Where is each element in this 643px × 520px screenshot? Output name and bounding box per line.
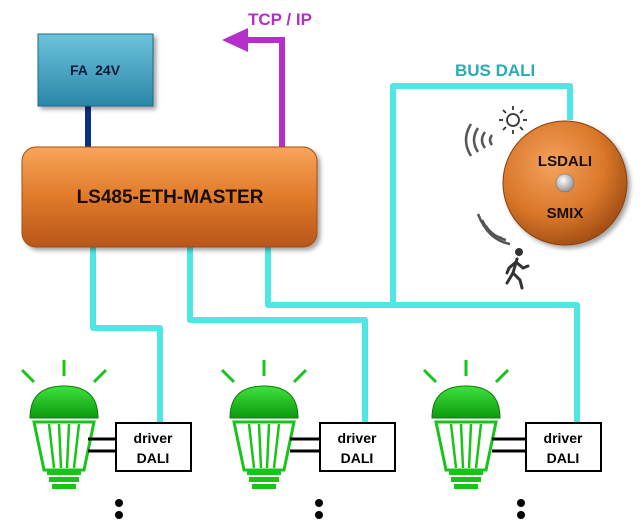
driver-box (319, 422, 396, 472)
driver-box (525, 422, 602, 472)
light-sensor-waves-icon (464, 123, 494, 157)
tcp-ip-link (222, 28, 285, 148)
sensor-label-bottom: SMIX (547, 205, 584, 222)
power-supply-label: FA 24V (70, 62, 121, 78)
driver-label-top: driver (338, 430, 377, 446)
driver-label-top: driver (134, 430, 173, 446)
driver-label-bottom: DALI (137, 450, 170, 466)
driver-label-bottom: DALI (547, 450, 580, 466)
dali-bus-wiring (90, 83, 580, 425)
motion-sensor-waves-icon (476, 213, 511, 246)
master-controller-label: LS485-ETH-MASTER (77, 187, 264, 208)
lamp-driver-connections (88, 437, 526, 453)
walking-person-icon (505, 248, 530, 290)
bus-dali-label: BUS DALI (455, 61, 535, 80)
driver-label-bottom: DALI (341, 450, 374, 466)
tcp-ip-label: TCP / IP (248, 10, 312, 29)
power-supply-box (37, 33, 154, 107)
sensor-lens (555, 173, 575, 193)
driver-box (115, 422, 192, 472)
driver-label-top: driver (544, 430, 583, 446)
sun-icon (499, 106, 527, 134)
sensor-label-top: LSDALI (538, 153, 592, 170)
master-controller-box (21, 146, 318, 248)
